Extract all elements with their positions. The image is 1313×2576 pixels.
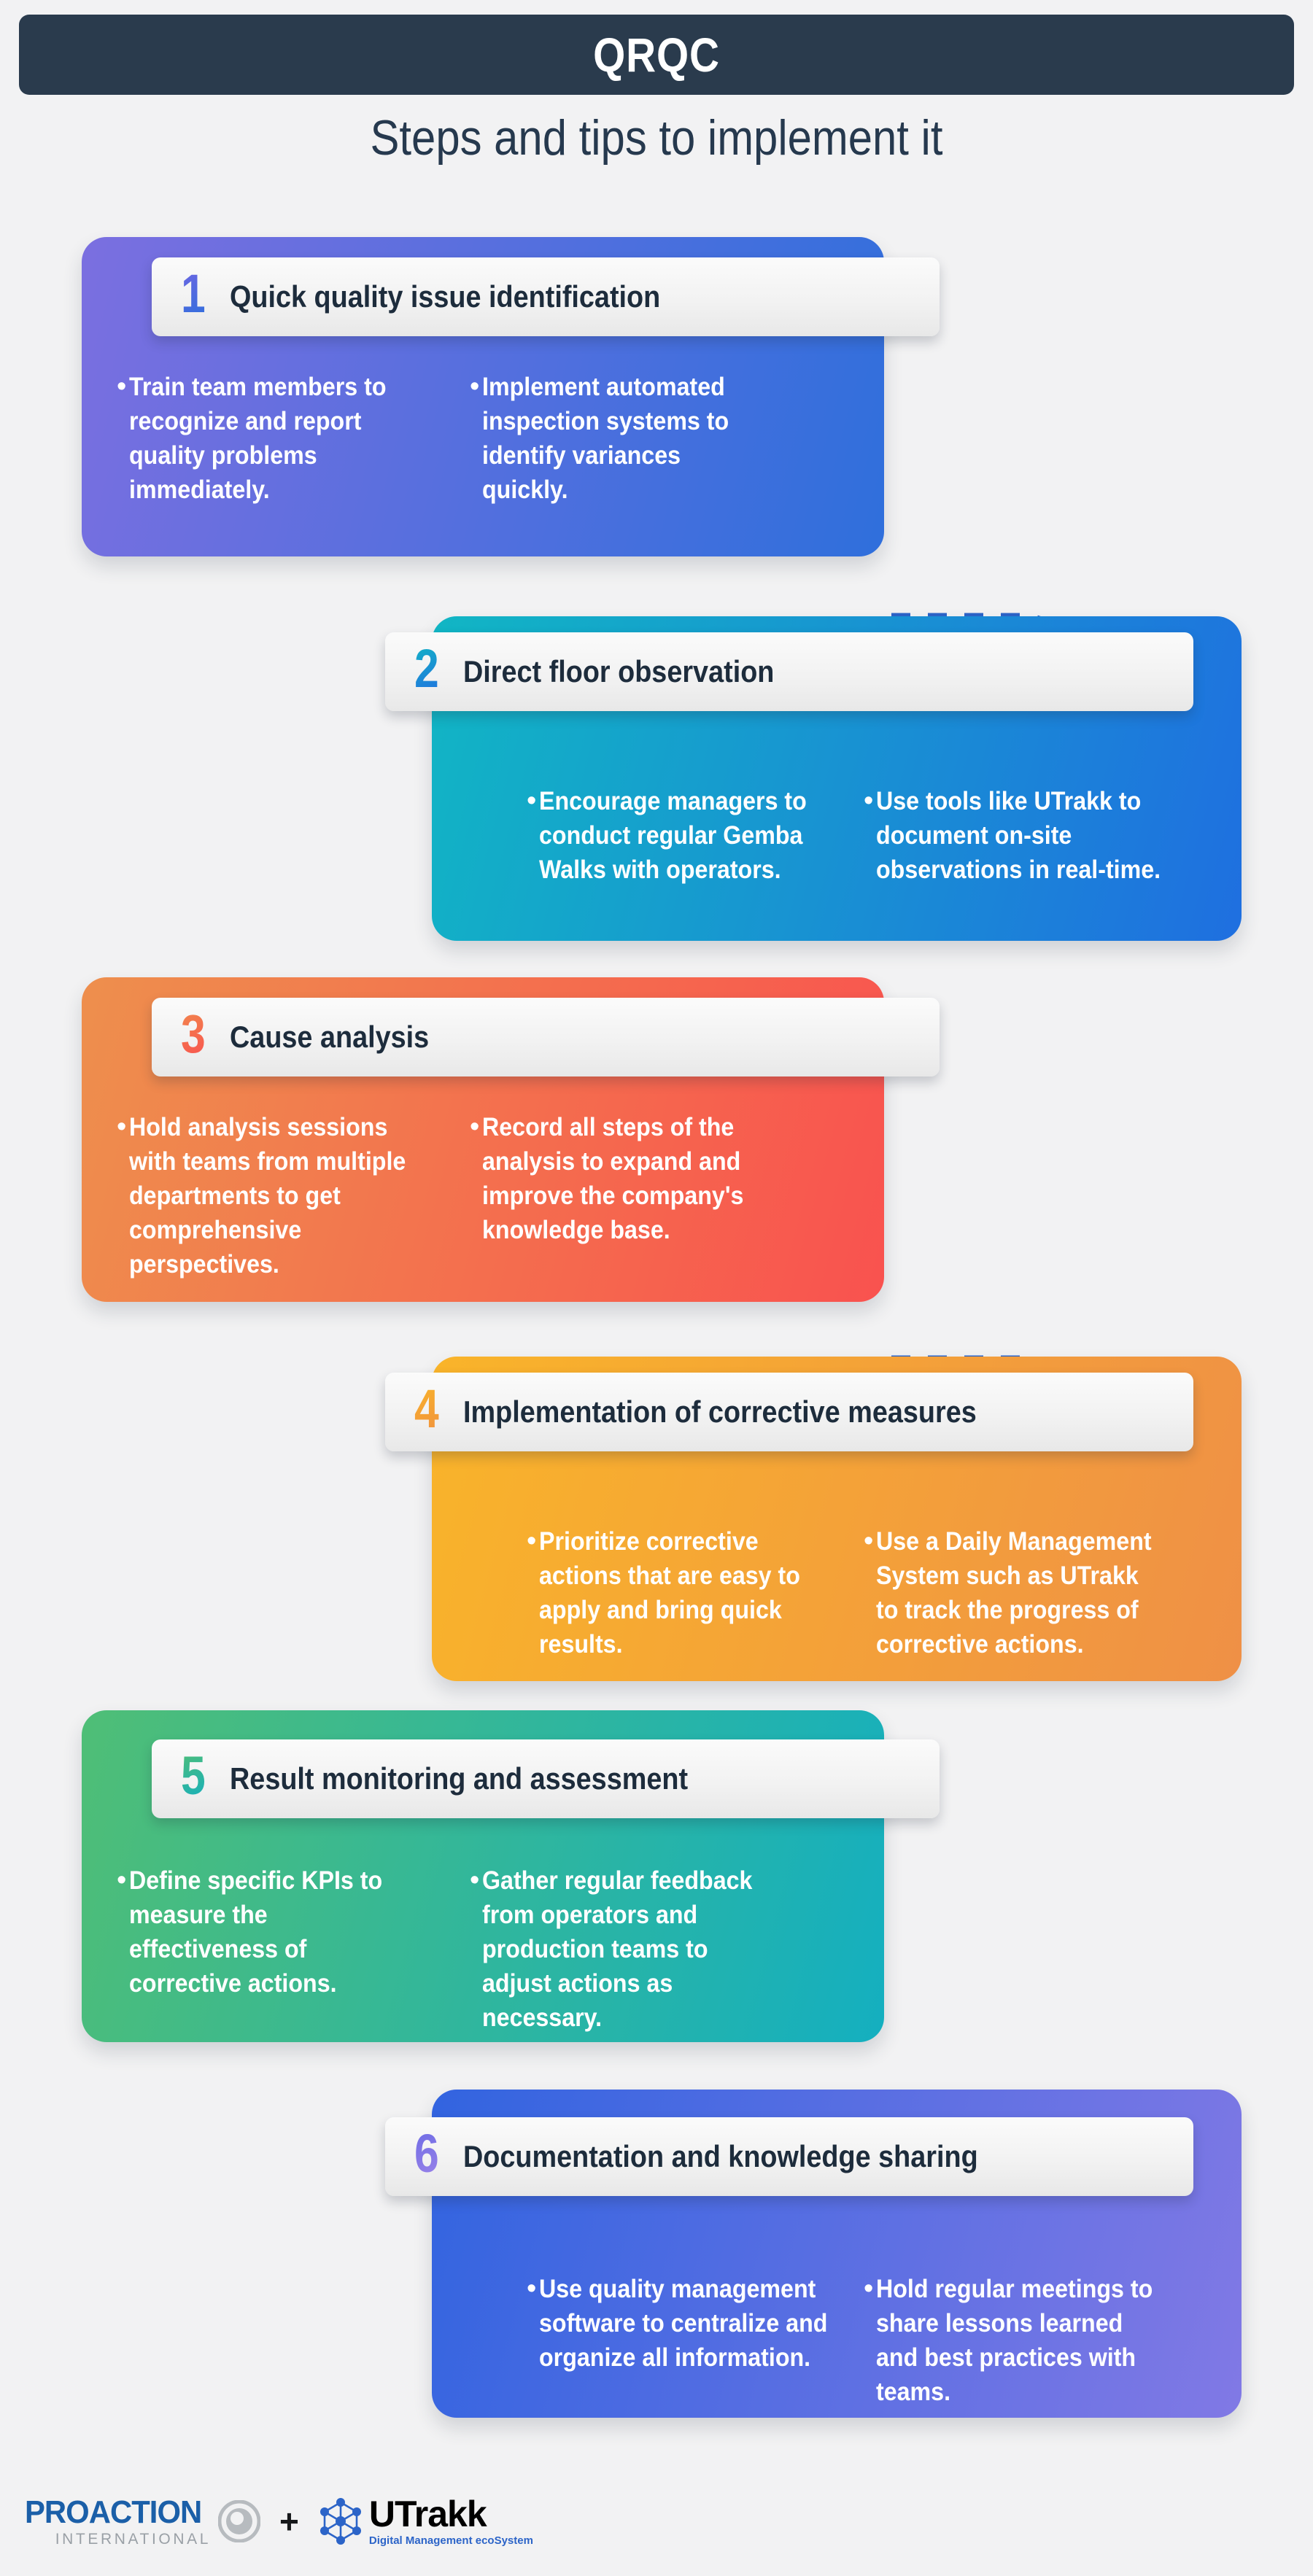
bullet-dot-icon: • <box>864 1526 874 1556</box>
utrakk-logo: UTrakk Digital Management ecoSystem <box>318 2496 533 2547</box>
bullet-dot-icon: • <box>470 1112 480 1142</box>
bullet-text: Record all steps of the analysis to expa… <box>482 1113 744 1244</box>
utrakk-tagline: Digital Management ecoSystem <box>368 2534 533 2547</box>
plus-icon: + <box>279 2502 299 2540</box>
bullet-item: •Use a Daily Management System such as U… <box>864 1524 1192 1661</box>
step-number: 5 <box>181 1745 206 1806</box>
step-header-bar: 5 Result monitoring and assessment <box>152 1739 940 1818</box>
step-number: 3 <box>181 1004 206 1064</box>
proaction-logo: PROACTION INTERNATIONAL <box>25 2494 260 2548</box>
step-number: 6 <box>414 2123 439 2184</box>
bullet-item: •Implement automated inspection systems … <box>470 370 791 507</box>
bullet-item: •Define specific KPIs to measure the eff… <box>117 1863 438 2001</box>
step-bullets: •Define specific KPIs to measure the eff… <box>82 1863 884 2032</box>
utrakk-wordmark: UTrakk <box>368 2494 487 2534</box>
step-header-bar: 2 Direct floor observation <box>385 632 1193 711</box>
bullet-dot-icon: • <box>864 785 874 816</box>
step-bullets: •Hold analysis sessions with teams from … <box>82 1110 884 1279</box>
bullet-text: Gather regular feedback from operators a… <box>482 1866 753 2032</box>
bullet-dot-icon: • <box>117 1865 127 1896</box>
step-header-bar: 4 Implementation of corrective measures <box>385 1373 1193 1451</box>
bullet-item: •Train team members to recognize and rep… <box>117 370 438 507</box>
title-bar: QRQC <box>19 15 1294 95</box>
footer-logos: PROACTION INTERNATIONAL + <box>25 2494 533 2548</box>
bullet-text: Encourage managers to conduct regular Ge… <box>539 787 807 884</box>
bullet-text: Hold regular meetings to share lessons l… <box>876 2275 1153 2406</box>
page-subtitle: Steps and tips to implement it <box>370 110 943 166</box>
bullet-text: Implement automated inspection systems t… <box>482 373 729 504</box>
proaction-tagline: INTERNATIONAL <box>55 2531 211 2548</box>
bullet-dot-icon: • <box>470 1865 480 1896</box>
bullet-dot-icon: • <box>117 371 127 402</box>
step-header-bar: 1 Quick quality issue identification <box>152 257 940 336</box>
utrakk-mark-icon <box>319 2498 361 2545</box>
step-number: 2 <box>414 638 439 699</box>
step-title: Cause analysis <box>230 1020 430 1054</box>
step-bullets: •Encourage managers to conduct regular G… <box>432 784 1242 884</box>
bullet-item: •Record all steps of the analysis to exp… <box>470 1110 791 1247</box>
bullet-item: •Use quality management software to cent… <box>527 2272 855 2375</box>
step-header-bar: 3 Cause analysis <box>152 998 940 1076</box>
bullet-text: Use a Daily Management System such as UT… <box>876 1527 1152 1659</box>
step-bullets: •Train team members to recognize and rep… <box>82 370 884 504</box>
step-bullets: •Use quality management software to cent… <box>432 2272 1242 2406</box>
step-title: Quick quality issue identification <box>230 279 661 314</box>
proaction-mark-icon <box>218 2500 260 2542</box>
bullet-dot-icon: • <box>864 2273 874 2304</box>
bullet-text: Define specific KPIs to measure the effe… <box>129 1866 383 1998</box>
step-title: Implementation of corrective measures <box>463 1394 977 1429</box>
step-title: Documentation and knowledge sharing <box>463 2139 978 2173</box>
bullet-item: •Encourage managers to conduct regular G… <box>527 784 855 887</box>
bullet-dot-icon: • <box>117 1112 127 1142</box>
step-title: Result monitoring and assessment <box>230 1761 689 1796</box>
page-title: QRQC <box>593 28 720 82</box>
step-bullets: •Prioritize corrective actions that are … <box>432 1524 1242 1659</box>
bullet-dot-icon: • <box>527 2273 537 2304</box>
bullet-text: Use quality management software to centr… <box>539 2275 828 2372</box>
bullet-dot-icon: • <box>527 785 537 816</box>
step-title: Direct floor observation <box>463 654 775 688</box>
proaction-wordmark: PROACTION <box>25 2494 202 2530</box>
bullet-text: Hold analysis sessions with teams from m… <box>129 1113 406 1279</box>
step-header-bar: 6 Documentation and knowledge sharing <box>385 2117 1193 2196</box>
bullet-item: •Use tools like UTrakk to document on-si… <box>864 784 1192 887</box>
step-number: 1 <box>181 263 206 324</box>
bullet-item: •Prioritize corrective actions that are … <box>527 1524 855 1661</box>
bullet-text: Use tools like UTrakk to document on-sit… <box>876 787 1161 884</box>
step-number: 4 <box>414 1378 439 1439</box>
bullet-text: Train team members to recognize and repo… <box>129 373 387 504</box>
bullet-dot-icon: • <box>527 1526 537 1556</box>
bullet-item: •Gather regular feedback from operators … <box>470 1863 791 2035</box>
bullet-item: •Hold analysis sessions with teams from … <box>117 1110 438 1281</box>
bullet-dot-icon: • <box>470 371 480 402</box>
bullet-text: Prioritize corrective actions that are e… <box>539 1527 801 1659</box>
bullet-item: •Hold regular meetings to share lessons … <box>864 2272 1192 2409</box>
